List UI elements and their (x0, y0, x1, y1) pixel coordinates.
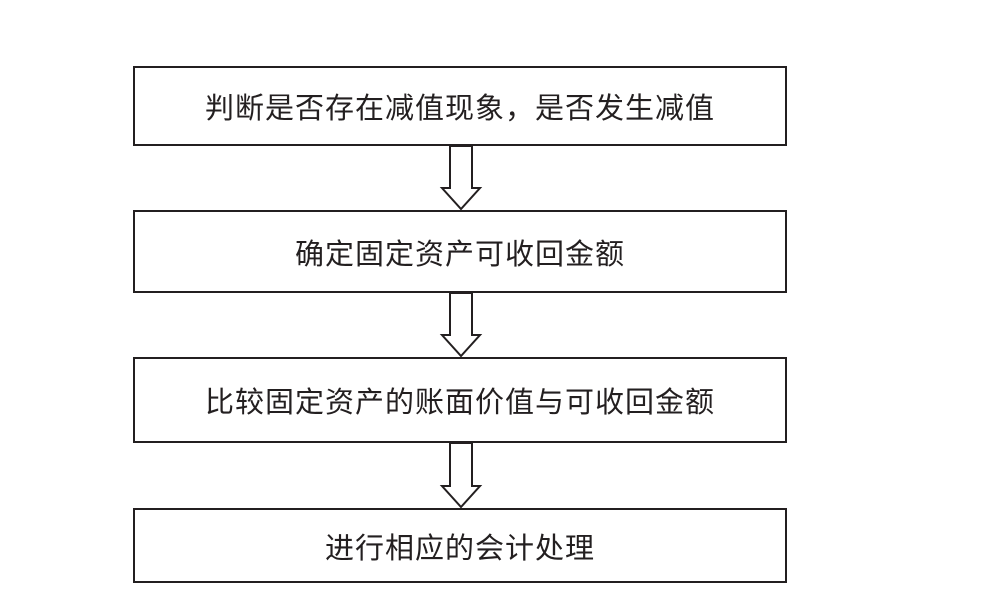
arrow-down-3-to-4 (439, 442, 483, 509)
flow-step-3-label: 比较固定资产的账面价值与可收回金额 (204, 385, 715, 419)
flow-step-2-label: 确定固定资产可收回金额 (294, 236, 625, 271)
flow-step-1-label: 判断是否存在减值现象，是否发生减值 (204, 91, 715, 125)
arrow-down-2-to-3 (439, 292, 483, 358)
flow-step-3: 比较固定资产的账面价值与可收回金额 (133, 357, 787, 443)
flow-step-4-label: 进行相应的会计处理 (324, 530, 595, 565)
flow-step-4: 进行相应的会计处理 (133, 508, 787, 583)
flow-step-1: 判断是否存在减值现象，是否发生减值 (133, 66, 787, 146)
arrow-down-1-to-2 (439, 145, 483, 211)
flow-step-2: 确定固定资产可收回金额 (133, 210, 787, 293)
